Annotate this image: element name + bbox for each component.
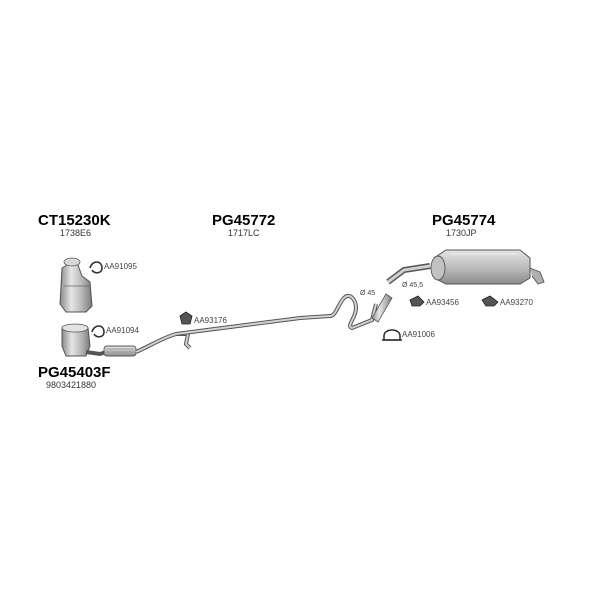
pipe-diameter-rear: Ø 45,5 xyxy=(402,282,424,289)
rubber-mount-icon-aa93270[interactable] xyxy=(481,295,499,307)
catalyst-part[interactable] xyxy=(59,257,93,313)
front-pipe-ref: 9803421880 xyxy=(46,380,97,390)
clamp-icon-aa91095[interactable] xyxy=(89,261,103,274)
accessory-label-aa91094: AA91094 xyxy=(106,326,139,335)
mid-pipe-part[interactable] xyxy=(135,293,393,354)
mid-pipe-ref: 1717LC xyxy=(228,228,260,238)
rubber-mount-icon-aa93456[interactable] xyxy=(409,295,425,307)
rubber-mount-icon-aa93176[interactable] xyxy=(179,311,193,325)
front-pipe-code[interactable]: PG45403F xyxy=(38,364,111,381)
mid-pipe-code[interactable]: PG45772 xyxy=(212,212,276,229)
pipe-diameter-mid: Ø 45 xyxy=(360,290,376,297)
accessory-label-aa93176: AA93176 xyxy=(194,316,227,325)
rear-silencer-ref: 1730JP xyxy=(446,228,477,238)
rear-silencer-code[interactable]: PG45774 xyxy=(432,212,496,229)
accessory-label-aa91006: AA91006 xyxy=(402,330,435,339)
front-pipe-part[interactable] xyxy=(61,323,137,357)
accessory-label-aa93270: AA93270 xyxy=(500,298,533,307)
catalyst-code[interactable]: CT15230K xyxy=(38,212,111,229)
catalyst-ref: 1738E6 xyxy=(60,228,92,238)
clamp-icon-aa91094[interactable] xyxy=(91,325,105,338)
accessory-label-aa93456: AA93456 xyxy=(426,298,459,307)
clamp-icon-aa91006[interactable] xyxy=(382,329,402,341)
flex-joint xyxy=(103,345,137,357)
rear-silencer-part[interactable] xyxy=(386,249,545,285)
accessory-label-aa91095: AA91095 xyxy=(104,262,137,271)
